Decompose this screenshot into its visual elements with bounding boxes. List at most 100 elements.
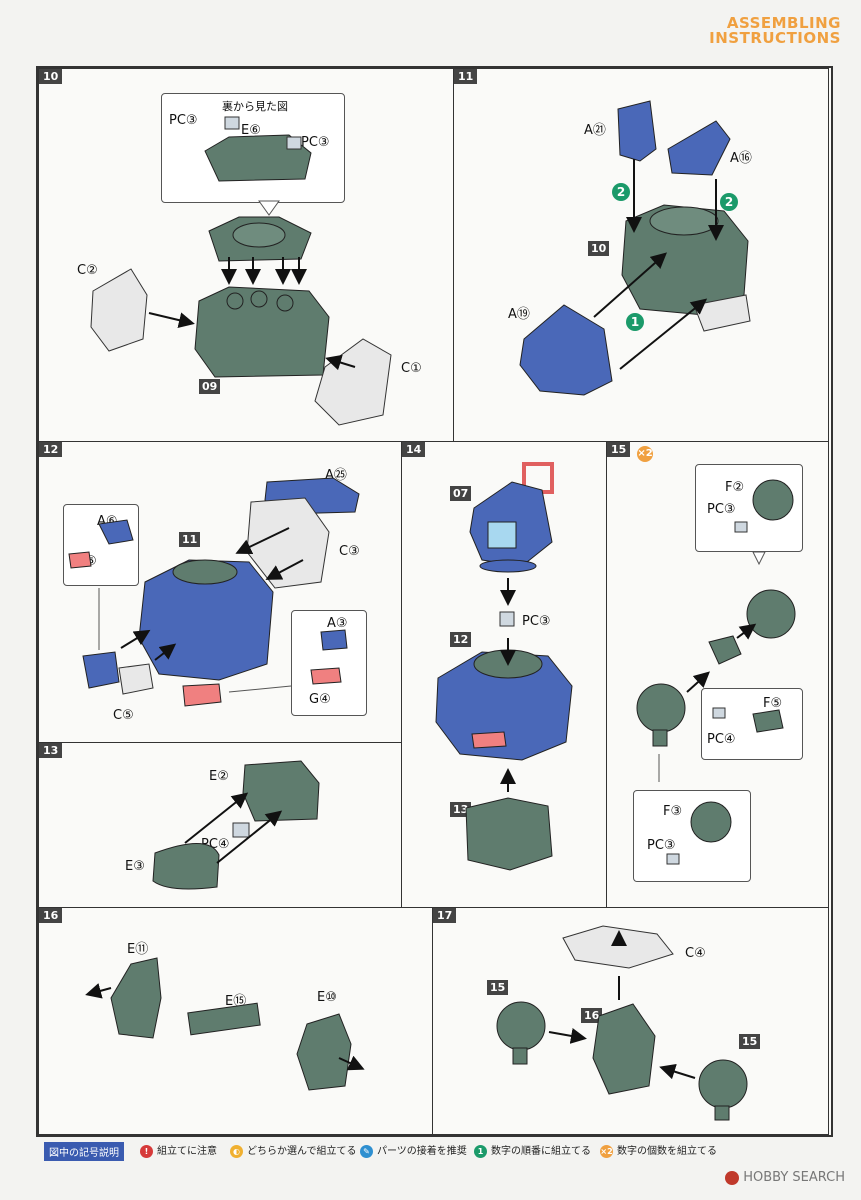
part-a16 [667, 120, 731, 176]
main-body [194, 286, 330, 378]
part-f3 [690, 801, 732, 843]
step-16-panel: 16 E⑪ E⑮ E⑩ [38, 907, 433, 1135]
part-a3 [320, 629, 348, 651]
main-body-blue [138, 559, 274, 681]
part-label-e11: E⑪ [127, 942, 149, 957]
assembly-16 [592, 1003, 656, 1095]
hobby-search-logo-icon [725, 1170, 740, 1185]
step-17-diagram [496, 925, 748, 1121]
step-13-panel: 13 E② PC④ E③ [38, 742, 402, 908]
legend-item-quantity: ×2 数字の個数を組立てる [600, 1142, 717, 1158]
part-g4 [310, 667, 342, 685]
part-label-pc3: PC③ [301, 135, 330, 150]
callout-f3-pc3 [633, 790, 751, 882]
step-number: 11 [454, 69, 478, 84]
step-14-diagram [435, 462, 573, 871]
assembly-13 [465, 797, 553, 871]
legend-text: どちらか選んで組立てる [247, 1146, 357, 1157]
callout-leader [228, 685, 292, 693]
part-label-c4: C④ [685, 946, 706, 961]
part-g5 [68, 551, 92, 569]
part-label-a3: A③ [327, 616, 348, 631]
order-number-1: 1 [626, 313, 644, 331]
subassembly-ref: 07 [450, 486, 472, 501]
part-e15 [187, 1002, 261, 1036]
step-12-panel: 12 A㉕ A⑥ G⑤ C③ C⑤ A③ G④ 11 [38, 441, 402, 743]
glue-icon: ✎ [360, 1144, 373, 1158]
part-e10 [296, 1013, 352, 1091]
white-lower [693, 294, 751, 332]
legend-text: 数字の個数を組立てる [617, 1146, 717, 1157]
order-number-2: 2 [720, 193, 738, 211]
quantity-icon: ×2 [600, 1144, 613, 1158]
subassembly-ref: 10 [588, 241, 610, 256]
step-15-diagram [636, 479, 796, 865]
part-label-c1: C① [401, 361, 422, 376]
top-plate [208, 216, 312, 262]
ball-joint [636, 683, 686, 733]
legend-item-glue: ✎ パーツの接着を推奨 [360, 1142, 467, 1158]
part-blue-side [82, 651, 120, 689]
part-label-pc3: PC③ [707, 502, 736, 517]
part-label-e2: E② [209, 769, 229, 784]
step-15-panel: 15 ×2 F② PC③ F⑤ PC④ F③ PC③ [606, 441, 829, 908]
step-number: 10 [39, 69, 63, 84]
step-11-panel: 11 A㉑ A⑯ A⑲ 10 2 2 1 [453, 68, 829, 442]
callout-pointer [258, 200, 280, 216]
subassembly-ref: 16 [581, 1008, 603, 1023]
part-c4 [562, 925, 674, 969]
part-label-c3: C③ [339, 544, 360, 559]
caution-icon: ! [140, 1144, 153, 1158]
step-10-diagram [90, 116, 392, 426]
legend-text: パーツの接着を推奨 [377, 1146, 467, 1157]
step-10-panel: 10 裏から見た図 PC③ E⑥ PC③ C② C① 09 [38, 68, 454, 442]
legend-text: 組立てに注意 [157, 1146, 217, 1157]
part-e11 [110, 957, 162, 1039]
part-e2 [242, 760, 320, 822]
visor [487, 521, 517, 549]
callout-a3-g4 [291, 610, 367, 716]
callout-a6-g5 [63, 504, 139, 586]
step-number: 17 [433, 908, 457, 923]
callout-title: 裏から見た図 [222, 100, 288, 113]
part-label-e6: E⑥ [241, 123, 261, 138]
quantity-badge: ×2 [637, 446, 653, 462]
rear-view-callout: 裏から見た図 [161, 93, 345, 203]
part-label-pc3: PC③ [169, 113, 198, 128]
pc-cap [499, 611, 515, 627]
pc-cap [734, 521, 748, 533]
subassembly-ref: 15 [487, 980, 509, 995]
part-label-pc4: PC④ [707, 732, 736, 747]
legend-item-order: 1 数字の順番に組立てる [474, 1142, 591, 1158]
subassembly-ref: 09 [199, 379, 221, 394]
part-a19 [519, 304, 613, 396]
step-number: 16 [39, 908, 63, 923]
step-17-panel: 17 C④ 15 16 15 [432, 907, 829, 1135]
part-label-c2: C② [77, 263, 98, 278]
step-number: 15 [607, 442, 631, 457]
part-label-a21: A㉑ [584, 123, 606, 138]
step-number: 14 [402, 442, 426, 457]
choose-one-icon: ◐ [230, 1144, 243, 1158]
part-label-pc3: PC③ [522, 614, 551, 629]
step-13-diagram [152, 760, 320, 890]
part-label-g4: G④ [309, 692, 331, 707]
order-number-icon: 1 [474, 1144, 487, 1158]
part-label-c5: C⑤ [113, 708, 134, 723]
subassembly-ref: 12 [450, 632, 472, 647]
page-title: ASSEMBLING INSTRUCTIONS [709, 16, 841, 46]
part-label-e3: E③ [125, 859, 145, 874]
part-f2 [752, 479, 794, 521]
legend-text: 数字の順番に組立てる [491, 1146, 591, 1157]
part-c1-white [314, 338, 392, 426]
part-e3 [152, 843, 220, 890]
title-line-1: ASSEMBLING [726, 14, 841, 32]
step-number: 12 [39, 442, 63, 457]
part-label-f3: F③ [663, 804, 683, 819]
pc-cap [232, 822, 250, 838]
pc-cap [224, 116, 240, 130]
legend-title: 図中の記号説明 [44, 1142, 124, 1161]
watermark: HOBBY SEARCH [725, 1170, 845, 1185]
part-a21 [617, 100, 657, 162]
